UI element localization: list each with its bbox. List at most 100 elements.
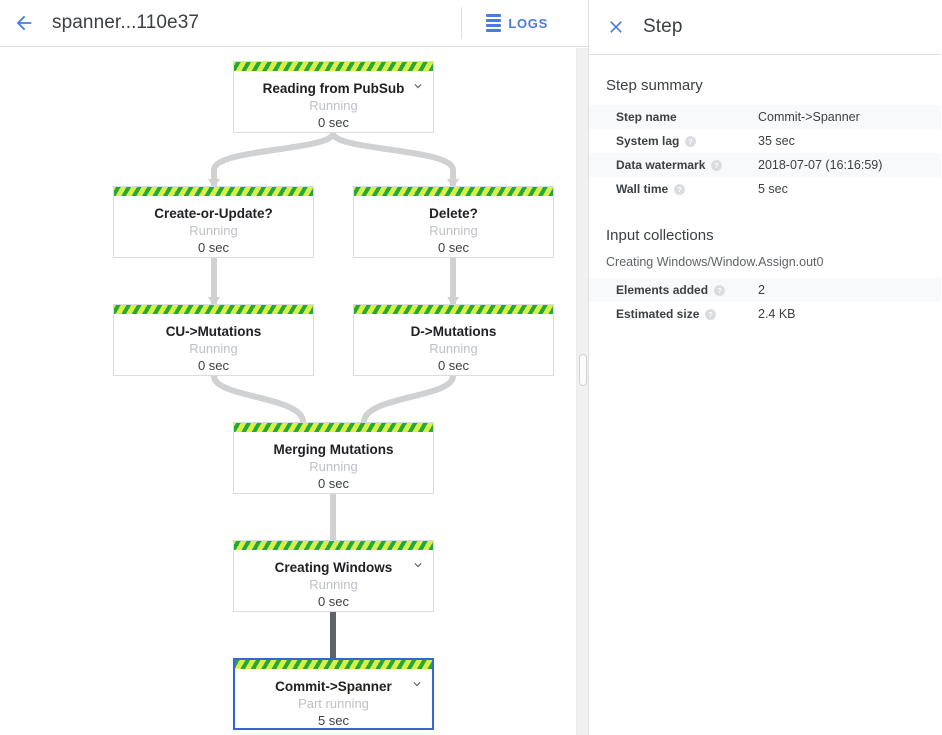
node-title: Creating Windows xyxy=(274,560,393,575)
node-status-stripe xyxy=(354,305,553,314)
close-icon[interactable] xyxy=(589,0,643,55)
node-time: 0 sec xyxy=(197,358,230,373)
graph-node-create-or-update[interactable]: Create-or-Update? Running 0 sec xyxy=(113,186,314,258)
help-icon[interactable]: ? xyxy=(704,308,717,321)
node-time: 5 sec xyxy=(317,713,350,728)
toolbar-actions: LOGS xyxy=(461,0,588,46)
node-status-stripe xyxy=(354,187,553,196)
table-row: System lag?35 sec xyxy=(589,129,941,153)
svg-text:?: ? xyxy=(709,310,714,319)
node-body: Create-or-Update? Running 0 sec xyxy=(114,196,313,264)
node-status: Running xyxy=(309,459,358,474)
chevron-down-icon[interactable] xyxy=(411,79,425,93)
node-status-stripe xyxy=(234,541,433,550)
help-icon[interactable]: ? xyxy=(710,159,723,172)
row-key-label: Elements added xyxy=(616,283,709,297)
help-icon[interactable]: ? xyxy=(713,284,726,297)
table-row: Estimated size?2.4 KB xyxy=(589,302,941,326)
node-status-stripe xyxy=(114,305,313,314)
node-status: Running xyxy=(309,577,358,592)
svg-text:?: ? xyxy=(715,161,720,170)
table-row: Elements added?2 xyxy=(589,278,941,302)
node-status: Running xyxy=(189,341,238,356)
graph-pane: spanner...110e37 LOGS xyxy=(0,0,589,735)
node-status: Running xyxy=(309,98,358,113)
node-title: Reading from PubSub xyxy=(262,81,405,96)
node-status-stripe xyxy=(114,187,313,196)
node-status: Running xyxy=(189,223,238,238)
chevron-down-icon[interactable] xyxy=(411,558,425,572)
row-value-cell: 2018-07-07 (16:16:59) xyxy=(758,158,883,172)
node-time: 0 sec xyxy=(197,240,230,255)
row-key-cell: Wall time? xyxy=(589,177,757,201)
table-row: Wall time?5 sec xyxy=(589,177,941,201)
node-title: Commit->Spanner xyxy=(275,679,392,694)
logs-button[interactable]: LOGS xyxy=(476,8,558,38)
row-value-cell: 5 sec xyxy=(758,182,788,196)
node-time: 0 sec xyxy=(317,594,350,609)
help-icon[interactable]: ? xyxy=(673,183,686,196)
row-key-cell: Step name xyxy=(589,105,757,129)
row-value-cell: Commit->Spanner xyxy=(758,110,860,124)
node-time: 0 sec xyxy=(317,476,350,491)
row-key-cell: Elements added? xyxy=(589,278,757,302)
row-value-cell: 2 xyxy=(758,283,765,297)
graph-vertical-scrollbar[interactable] xyxy=(576,48,588,735)
table-row: Step name Commit->Spanner xyxy=(589,105,941,129)
node-title: Create-or-Update? xyxy=(154,206,273,221)
page-title: spanner...110e37 xyxy=(52,12,200,33)
svg-text:?: ? xyxy=(677,185,682,194)
row-key-cell: System lag? xyxy=(589,129,757,153)
node-status: Part running xyxy=(298,696,369,711)
row-key-label: Estimated size xyxy=(616,307,700,321)
row-value-cell: 2.4 KB xyxy=(758,307,796,321)
top-toolbar: spanner...110e37 LOGS xyxy=(0,0,588,47)
svg-text:?: ? xyxy=(689,137,694,146)
table-row: Data watermark?2018-07-07 (16:16:59) xyxy=(589,153,941,177)
scrollbar-thumb[interactable] xyxy=(579,354,587,386)
input-collections-heading: Input collections xyxy=(606,227,714,244)
node-time: 0 sec xyxy=(317,115,350,130)
arrow-back-icon[interactable] xyxy=(0,0,48,47)
row-key-label: Step name xyxy=(616,110,677,124)
row-key-label: Wall time xyxy=(616,182,669,196)
node-status-stripe xyxy=(234,423,433,432)
row-key-label: Data watermark xyxy=(616,158,706,172)
step-panel-title: Step xyxy=(643,16,683,37)
help-icon[interactable]: ? xyxy=(684,135,697,148)
row-value-cell: 35 sec xyxy=(758,134,795,148)
node-title: Merging Mutations xyxy=(273,442,394,457)
node-title: Delete? xyxy=(429,206,478,221)
row-key-label: System lag xyxy=(616,134,680,148)
chevron-down-icon[interactable] xyxy=(410,677,424,691)
graph-edges xyxy=(208,126,459,658)
section-spacer xyxy=(589,201,941,227)
node-title: D->Mutations xyxy=(410,324,497,339)
row-key-cell: Data watermark? xyxy=(589,153,757,177)
node-time: 0 sec xyxy=(437,358,470,373)
row-key-cell: Estimated size? xyxy=(589,302,757,326)
list-lines-icon xyxy=(486,14,502,32)
toolbar-divider xyxy=(461,7,463,39)
svg-text:?: ? xyxy=(717,286,722,295)
logs-button-label: LOGS xyxy=(508,15,548,31)
